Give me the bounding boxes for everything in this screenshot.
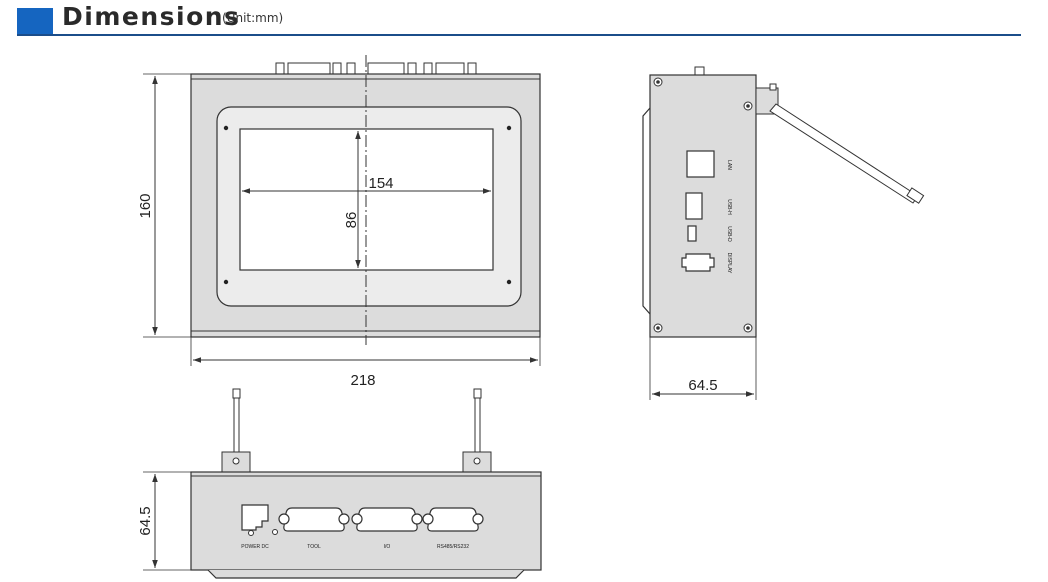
- header-rule: [17, 34, 1021, 36]
- display-label: DISPLAY: [726, 253, 732, 274]
- bottom-view: POWER DC TOOL I/O RS485/RS232 64.5: [137, 388, 542, 579]
- header-accent-block: [17, 8, 53, 35]
- rs485-rs232-port: [422, 507, 484, 532]
- section-title: Dimensions: [62, 2, 241, 31]
- screen-height-label: 86: [343, 212, 360, 229]
- bottom-antenna-right: [462, 388, 492, 473]
- display-port: [681, 253, 715, 272]
- side-depth-label: 64.5: [688, 377, 717, 394]
- front-view: 160 218 154 86: [137, 55, 541, 389]
- side-screws: [653, 77, 753, 333]
- serial-label: RS485/RS232: [437, 544, 469, 550]
- usb-h-port: [685, 192, 703, 220]
- lan-label: LAN: [726, 160, 732, 170]
- screen-width-label: 154: [368, 175, 393, 192]
- front-screws: [223, 125, 512, 285]
- io-label: I/O: [384, 544, 391, 550]
- section-header: Dimensions (Unit:mm): [0, 0, 1048, 40]
- tool-label: TOOL: [307, 544, 321, 550]
- side-housing: [649, 74, 757, 338]
- height-dimension-label: 160: [137, 193, 154, 218]
- usb-h-label: USB-H: [726, 199, 732, 215]
- usb-d-label: USB-D: [726, 226, 732, 242]
- unit-label: (Unit:mm): [222, 11, 284, 25]
- io-port: [351, 507, 423, 532]
- bottom-antenna-left: [221, 388, 251, 473]
- side-view: LAN USB-H USB-D DISPLAY 64.5: [642, 66, 925, 400]
- power-dc-label: POWER DC: [241, 544, 269, 550]
- lan-port: [686, 150, 715, 178]
- width-dimension-label: 218: [350, 372, 375, 389]
- tool-port: [278, 507, 350, 532]
- usb-d-port: [687, 225, 697, 242]
- front-top-connectors: [275, 62, 477, 76]
- bottom-depth-label: 64.5: [137, 506, 154, 535]
- power-dc-port: [241, 504, 269, 531]
- side-antenna: [755, 83, 925, 204]
